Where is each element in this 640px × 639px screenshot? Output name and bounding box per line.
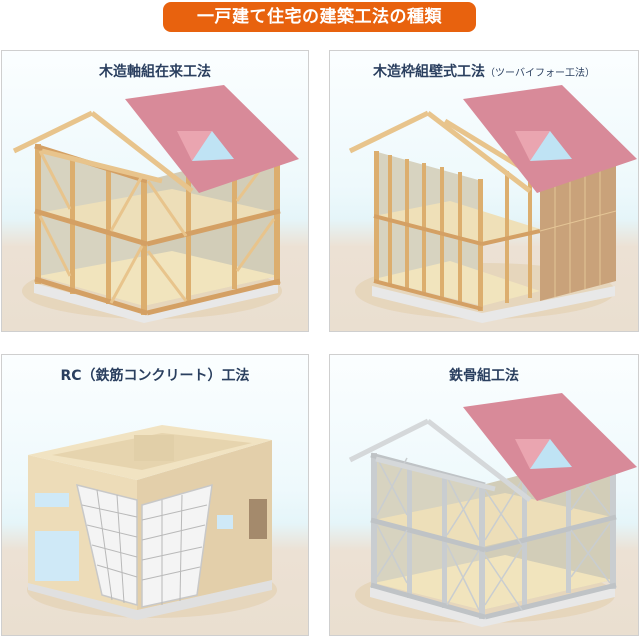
page-title: 一戸建て住宅の建築工法の種類 — [163, 2, 476, 32]
panel-wooden-post-beam: 木造軸組在来工法 — [1, 50, 309, 332]
panel-reinforced-concrete: RC（鉄筋コンクリート）工法 — [1, 354, 309, 636]
panel-steel-frame: 鉄骨組工法 — [329, 354, 639, 636]
panel-title-text: RC（鉄筋コンクリート）工法 — [60, 368, 250, 384]
wooden-frame-house-illustration — [12, 85, 299, 323]
panel-wooden-2x4: 木造枠組壁式工法（ツーバイフォー工法） — [329, 50, 639, 332]
steel-frame-house-illustration — [348, 393, 637, 627]
panel-title: 鉄骨組工法 — [330, 365, 638, 385]
panel-title: 木造枠組壁式工法（ツーバイフォー工法） — [330, 61, 638, 81]
rc-building-illustration — [27, 425, 277, 620]
panel-title: RC（鉄筋コンクリート）工法 — [2, 365, 308, 385]
panel-title: 木造軸組在来工法 — [2, 61, 308, 81]
panel-title-text: 鉄骨組工法 — [449, 368, 519, 384]
2x4-frame-house-illustration — [348, 85, 637, 323]
panel-title-text: 木造軸組在来工法 — [99, 64, 211, 80]
panel-subtitle-text: （ツーバイフォー工法） — [485, 68, 595, 79]
panel-title-text: 木造枠組壁式工法 — [373, 64, 486, 80]
